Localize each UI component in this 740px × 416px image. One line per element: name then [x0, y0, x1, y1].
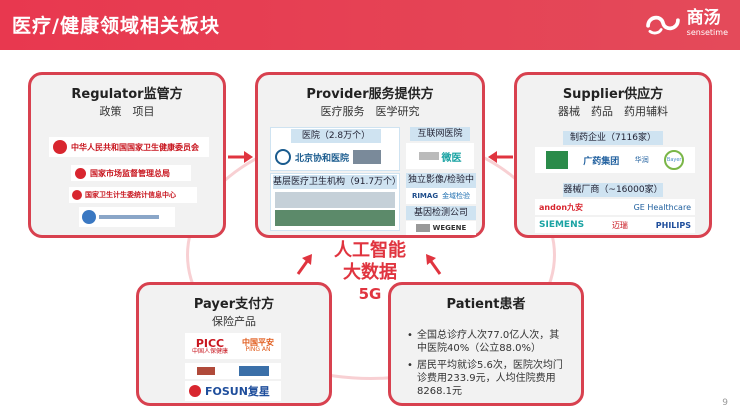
internet-hospital-logo: 微医	[406, 143, 474, 169]
regulator-logo-info-center	[79, 207, 175, 227]
center-technologies: 人工智能 大数据 5G	[300, 240, 440, 304]
page-number: 9	[722, 398, 728, 408]
pharma-logos: 广药集团 华润 Bayer	[535, 147, 695, 173]
regulator-card: Regulator监管方 政策 项目 中华人民共和国国家卫生健康委员会 国家市场…	[28, 72, 226, 238]
page-title: 医疗/健康领域相关板块	[12, 15, 220, 37]
brand-name-cn: 商汤	[686, 7, 721, 28]
payer-logos-row2	[185, 363, 281, 379]
pharma-tag: 制药企业（7116家）	[563, 131, 663, 145]
payer-title: Payer支付方	[193, 297, 275, 312]
patient-card: Patient患者 全国总诊疗人次77.0亿人次，其中医院40%（公立88.0%…	[388, 282, 584, 406]
hospital-logos: 北京协和医院	[275, 146, 395, 168]
header-bar: 医疗/健康领域相关板块 商汤 sensetime	[0, 0, 740, 50]
national-emblem-icon	[53, 140, 67, 154]
payer-card: Payer支付方 保险产品 PICC 中国人保健康 中国平安 PING AN F…	[136, 282, 332, 406]
supplier-subtitle: 器械 药品 药用辅料	[558, 105, 668, 118]
regulator-logo-samr: 国家市场监督管理总局	[71, 165, 191, 181]
gene-testing-tag: 基因检测公司	[406, 206, 476, 220]
provider-card: Provider服务提供方 医疗服务 医学研究 医院（2.8万个） 北京协和医院…	[255, 72, 485, 238]
regulator-logo-stats: 国家卫生计生委统计信息中心	[69, 187, 197, 203]
center-line-bigdata: 大数据	[343, 262, 397, 283]
device-tag: 器械厂商（~16000家）	[563, 183, 663, 197]
gene-logo: WEGENE	[406, 221, 476, 235]
regulator-logo-nhc: 中华人民共和国国家卫生健康委员会	[49, 137, 209, 157]
emblem-icon	[72, 190, 82, 200]
globe-icon	[82, 210, 96, 224]
list-item: 居民平均就诊5.6次，医院次均门诊费用233.9元，人均住院费用8268.1元	[407, 359, 567, 398]
primary-care-tag: 基层医疗卫生机构（91.7万个）	[273, 175, 402, 189]
brand-name-en: sensetime	[686, 27, 728, 37]
primary-care-section: 基层医疗卫生机构（91.7万个）	[270, 173, 402, 231]
brand-logo: 商汤 sensetime	[644, 9, 728, 37]
sensetime-logo-icon	[645, 15, 680, 35]
device-logos-row1: andon九安 GE Healthcare	[535, 199, 695, 215]
payer-subtitle: 保险产品	[212, 315, 256, 328]
supplier-card: Supplier供应方 器械 药品 药用辅料 制药企业（7116家） 广药集团 …	[514, 72, 712, 238]
patient-stats-list: 全国总诊疗人次77.0亿人次，其中医院40%（公立88.0%） 居民平均就诊5.…	[407, 329, 567, 402]
payer-logo-fosun: FOSUN复星	[185, 381, 281, 401]
arrow-up-right-icon	[296, 254, 312, 275]
emblem-icon	[75, 167, 86, 179]
hospitals-tag: 医院（2.8万个）	[291, 129, 381, 143]
provider-subtitle: 医疗服务 医学研究	[320, 105, 420, 118]
center-line-ai: 人工智能	[334, 240, 406, 261]
arrow-left-icon	[488, 151, 513, 163]
list-item: 全国总诊疗人次77.0亿人次，其中医院40%（公立88.0%）	[407, 329, 567, 355]
supplier-title: Supplier供应方	[562, 87, 664, 102]
center-line-5g: 5G	[358, 285, 382, 303]
provider-title: Provider服务提供方	[306, 87, 434, 102]
bayer-logo-icon: Bayer	[664, 150, 685, 170]
emblem-icon	[189, 385, 201, 397]
patient-title: Patient患者	[446, 297, 526, 312]
arrow-right-icon	[228, 151, 253, 163]
imaging-logos: RIMAG 金域检验	[406, 188, 476, 204]
hospital-emblem-icon	[275, 149, 291, 165]
regulator-subtitle: 政策 项目	[99, 105, 155, 118]
payer-logos-row1: PICC 中国人保健康 中国平安 PING AN	[185, 333, 281, 359]
internet-hospital-tag: 互联网医院	[410, 127, 470, 141]
regulator-title: Regulator监管方	[71, 87, 183, 102]
device-logos-row2: SIEMENS 迈瑞 PHILIPS	[535, 217, 695, 233]
arrow-up-left-icon	[426, 254, 442, 275]
hospitals-section: 医院（2.8万个） 北京协和医院	[270, 127, 400, 171]
